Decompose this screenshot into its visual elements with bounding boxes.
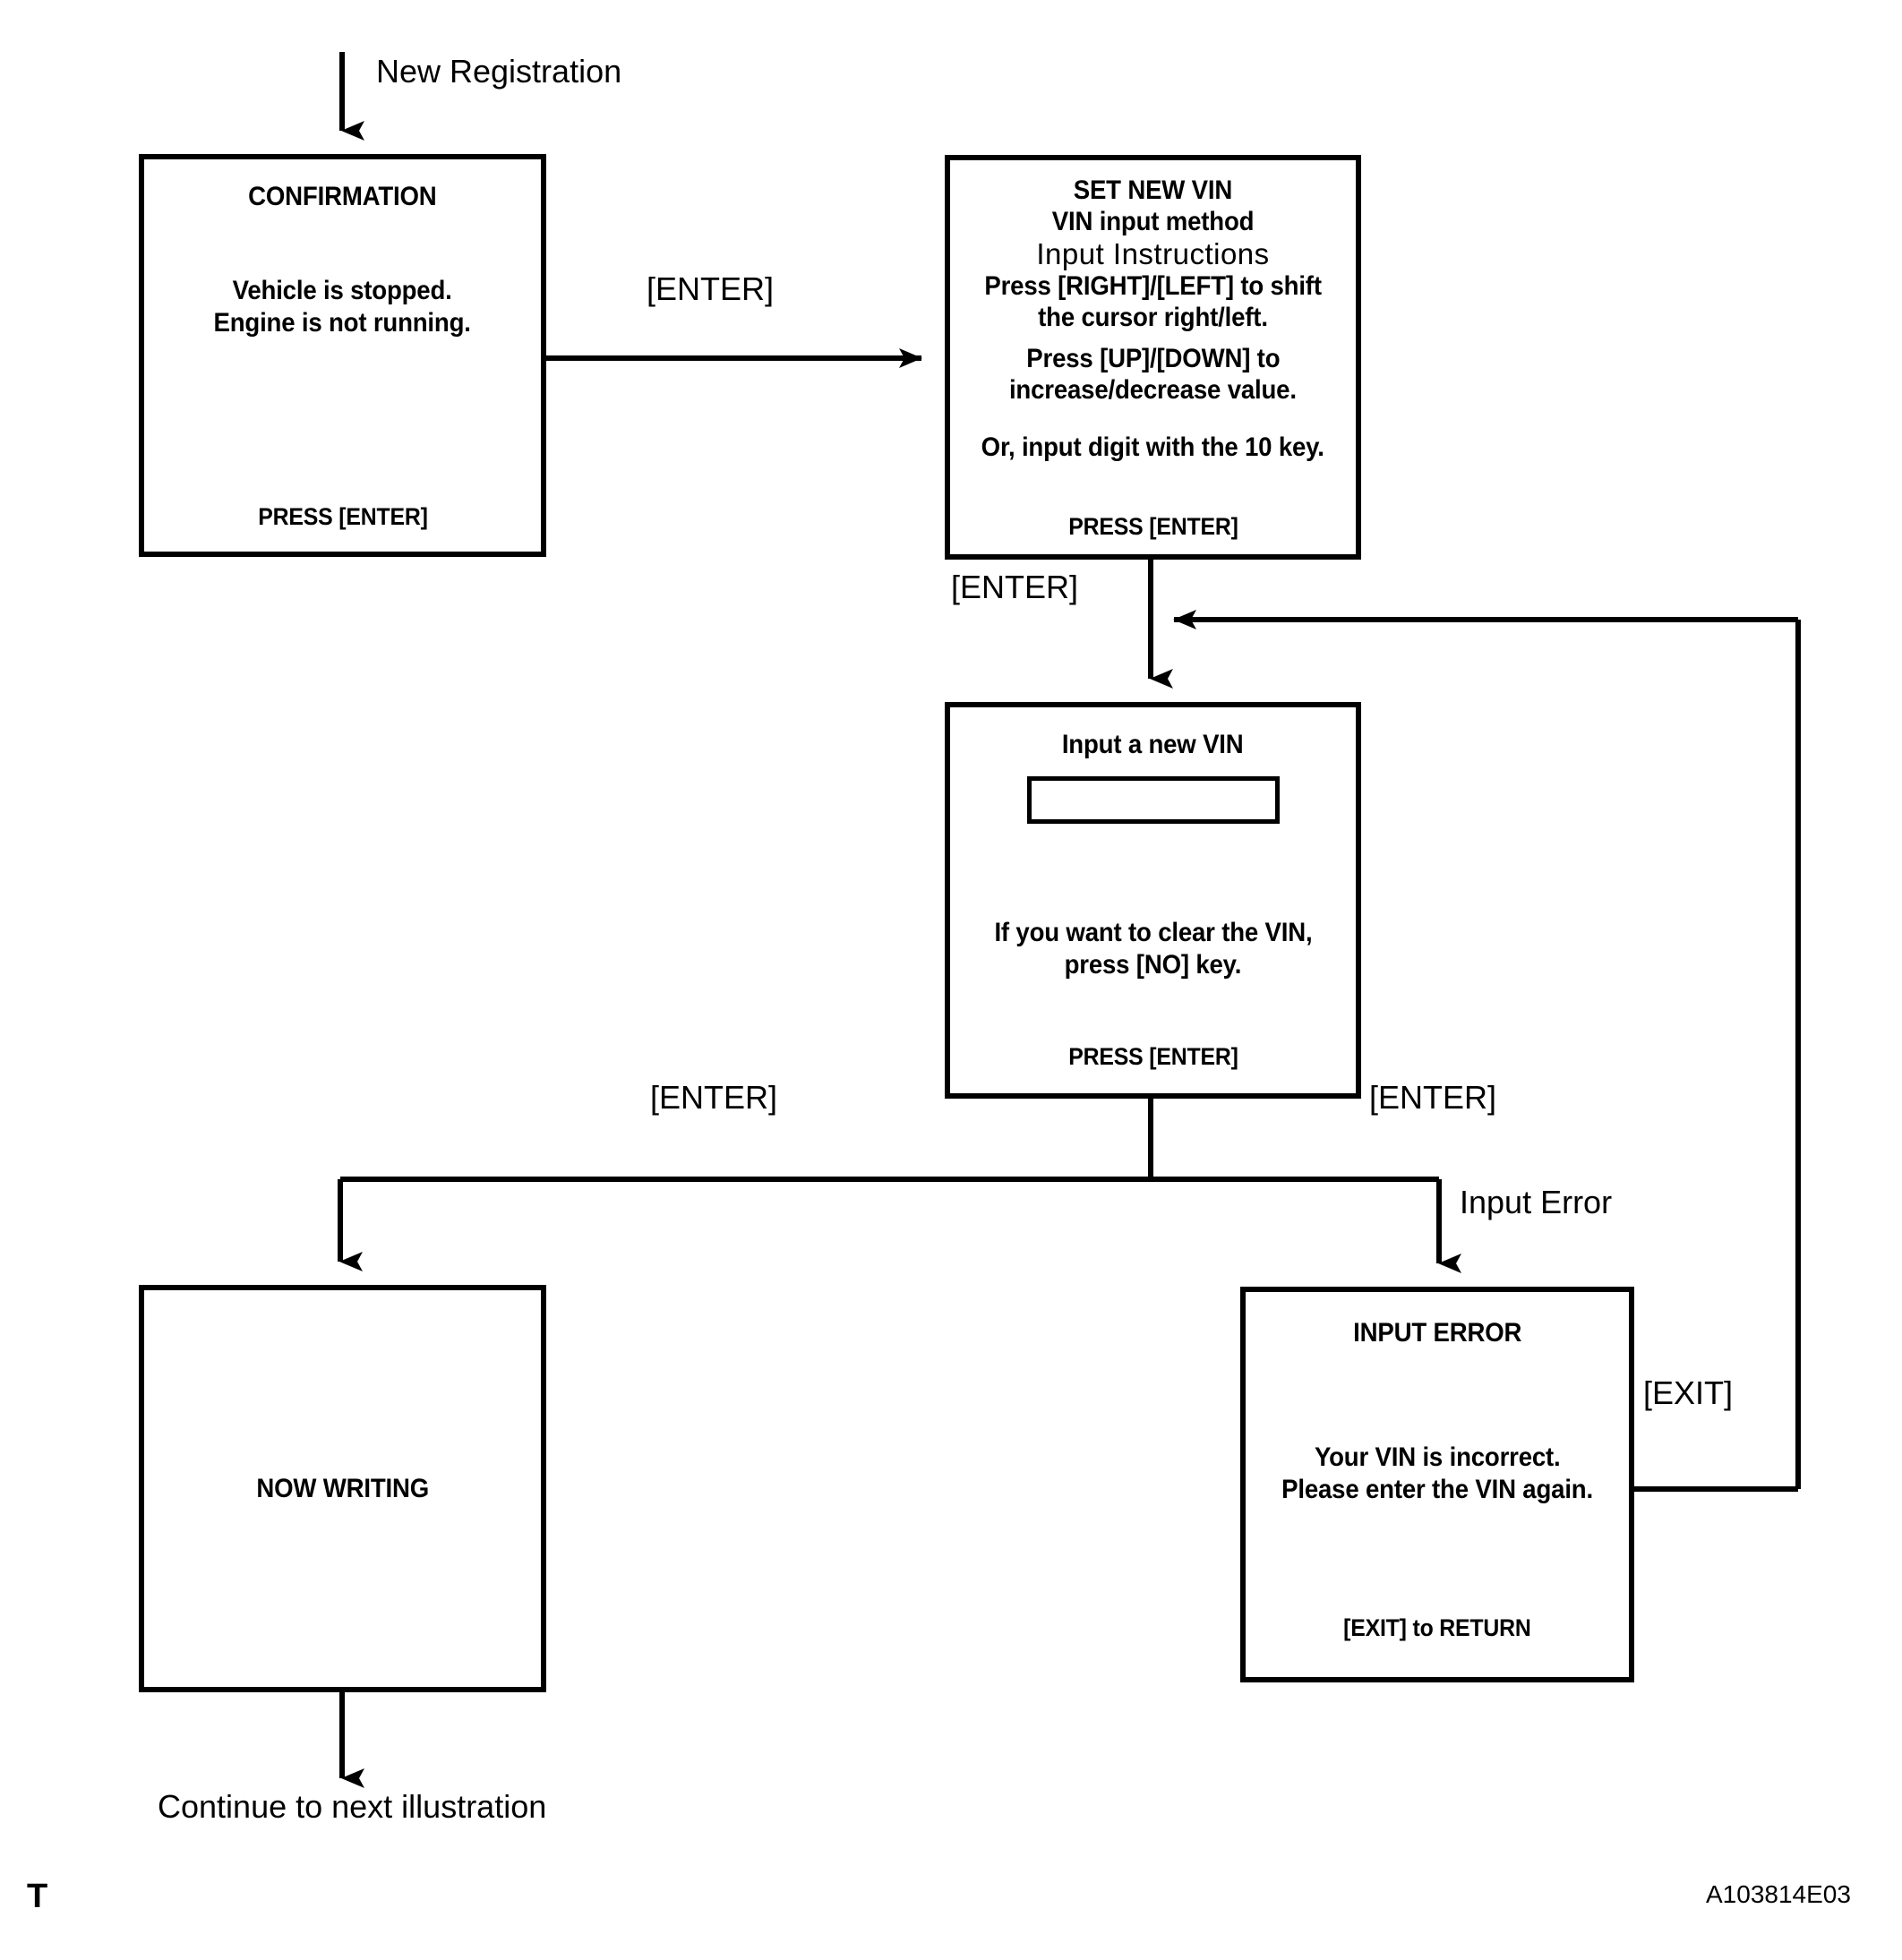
label-enter-to-nowwriting: [ENTER] [650,1079,778,1116]
label-input-error-branch: Input Error [1460,1184,1613,1220]
nowwriting-title: NOW WRITING [256,1473,429,1503]
inputvin-line-1: If you want to clear the VIN, [993,918,1313,948]
inputvin-title: Input a new VIN [1062,730,1244,759]
setnewvin-line-5: Or, input digit with the 10 key. [981,432,1325,462]
confirmation-line-1: Vehicle is stopped. [232,276,452,306]
label-enter-confirmation-to-setnewvin: [ENTER] [647,270,775,307]
label-enter-setnewvin-to-inputvin: [ENTER] [951,569,1079,605]
screen-set-new-vin: SET NEW VIN VIN input method Input Instr… [945,155,1361,560]
inputerror-footer: [EXIT] to RETURN [1343,1614,1531,1642]
setnewvin-line-4: increase/decrease value. [1009,375,1297,406]
inputvin-line-2: press [NO] key. [1064,949,1242,980]
entry-label: New Registration [376,53,622,90]
exit-label: Continue to next illustration [158,1788,547,1825]
label-exit-return: [EXIT] [1643,1374,1734,1411]
confirmation-line-2: Engine is not running. [213,307,472,338]
setnewvin-instructions-heading: Input Instructions [1036,236,1270,270]
inputerror-line-2: Please enter the VIN again. [1281,1474,1593,1504]
screen-input-new-vin: Input a new VIN If you want to clear the… [945,702,1361,1099]
confirmation-footer: PRESS [ENTER] [257,503,428,531]
figure-code: A103814E03 [1706,1880,1851,1908]
setnewvin-subtitle: VIN input method [1051,207,1255,237]
page-corner-mark: T [27,1878,48,1915]
vin-input-field[interactable] [1026,776,1280,825]
setnewvin-line-2: the cursor right/left. [1038,303,1268,333]
setnewvin-footer: PRESS [ENTER] [1067,513,1238,541]
setnewvin-title: SET NEW VIN [1073,175,1233,205]
setnewvin-line-1: Press [RIGHT]/[LEFT] to shift [984,271,1322,302]
setnewvin-line-3: Press [UP]/[DOWN] to [1025,343,1281,373]
screen-confirmation: CONFIRMATION Vehicle is stopped. Engine … [139,154,546,557]
screen-now-writing: NOW WRITING [139,1285,546,1692]
screen-input-error: INPUT ERROR Your VIN is incorrect. Pleas… [1240,1287,1634,1682]
confirmation-title: CONFIRMATION [248,182,437,211]
inputerror-line-1: Your VIN is incorrect. [1314,1442,1561,1473]
inputvin-footer: PRESS [ENTER] [1067,1043,1238,1071]
inputerror-title: INPUT ERROR [1352,1318,1522,1348]
label-enter-to-inputerror: [ENTER] [1369,1079,1497,1116]
